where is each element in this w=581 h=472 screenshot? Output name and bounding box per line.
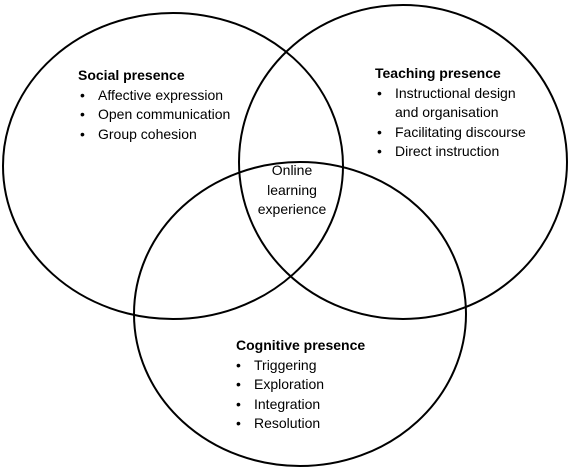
list-item: Triggering <box>234 356 365 376</box>
center-line: experience <box>257 201 327 217</box>
cognitive-presence-title: Cognitive presence <box>236 337 366 353</box>
cognitive-presence-label: Cognitive presence Triggering Exploratio… <box>236 336 365 434</box>
teaching-presence-circle <box>238 4 568 320</box>
list-item: Exploration <box>234 375 365 395</box>
list-item: Integration <box>234 395 365 415</box>
teaching-presence-title: Teaching presence <box>375 65 501 81</box>
list-item-continuation: and organisation <box>375 103 526 123</box>
center-overlap-label: Online learning experience <box>242 161 342 220</box>
center-line: learning <box>267 181 317 198</box>
center-line: Online <box>271 162 313 178</box>
cognitive-presence-circle <box>133 161 467 467</box>
list-item: Affective expression <box>78 86 230 106</box>
list-item: Group cohesion <box>78 125 230 145</box>
list-item: Instructional design <box>375 84 526 104</box>
teaching-presence-label: Teaching presence Instructional design a… <box>375 64 526 162</box>
social-presence-title: Social presence <box>78 67 185 83</box>
list-item: Resolution <box>234 414 365 434</box>
social-presence-circle <box>2 12 344 320</box>
social-presence-list: Affective expression Open communication … <box>78 86 230 145</box>
list-item: Facilitating discourse <box>375 123 526 143</box>
list-item: Direct instruction <box>375 142 526 162</box>
teaching-presence-list: Instructional design and organisation Fa… <box>375 84 526 162</box>
social-presence-label: Social presence Affective expression Ope… <box>78 66 230 144</box>
list-item-continuation-text: and organisation <box>395 104 499 120</box>
list-item: Open communication <box>78 105 230 125</box>
cognitive-presence-list: Triggering Exploration Integration Resol… <box>234 356 365 434</box>
